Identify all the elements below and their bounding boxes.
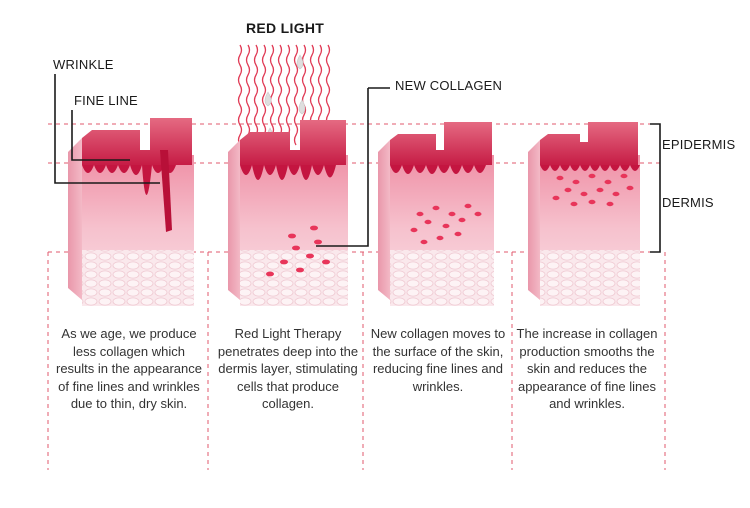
skin-block-red-light: [228, 120, 348, 306]
dermis-label: DERMIS: [662, 195, 714, 210]
skin-block-new-collagen: [378, 122, 494, 306]
fine-line-label: FINE LINE: [74, 93, 138, 108]
caption-new-collagen: New collagen moves to the surface of the…: [363, 325, 513, 395]
new-collagen-label: NEW COLLAGEN: [395, 78, 502, 93]
skin-block-aging: [68, 118, 194, 306]
epidermis-label: EPIDERMIS: [662, 137, 735, 152]
skin-block-smooth: [528, 122, 640, 306]
red-light-label: RED LIGHT: [246, 20, 324, 36]
wrinkle-label: WRINKLE: [53, 57, 114, 72]
caption-red-light: Red Light Therapy penetrates deep into t…: [213, 325, 363, 413]
caption-smooth: The increase in collagen production smoo…: [512, 325, 662, 413]
caption-aging: As we age, we produce less collagen whic…: [54, 325, 204, 413]
